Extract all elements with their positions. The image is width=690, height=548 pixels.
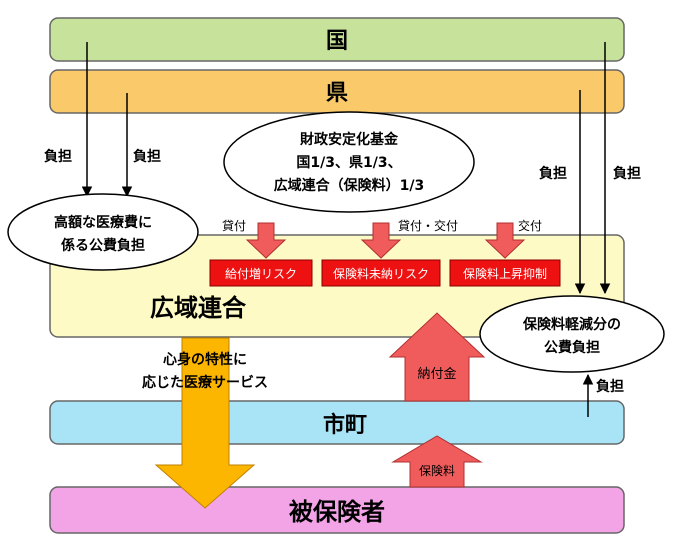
band-hihokensha-label: 被保険者 (289, 498, 385, 526)
band-ken-label: 県 (326, 81, 348, 106)
high-cost-line1: 高額な医療費に (54, 214, 152, 231)
high-cost-ellipse: 高額な医療費に 係る公費負担 (7, 193, 199, 271)
risk-box-minou: 保険料未納リスク (321, 259, 441, 287)
reduction-line2: 公費負担 (544, 339, 600, 356)
fund-arrow-kofu: 交付 (484, 218, 542, 259)
band-kuni: 国 (49, 17, 625, 62)
service-line2: 応じた医療サービス (142, 374, 268, 391)
band-shicho: 市町 (49, 400, 625, 445)
band-kuni-label: 国 (326, 29, 348, 54)
service-arrow: 心身の特性に 応じた医療サービス (142, 337, 268, 509)
fund-line3: 広域連合（保険料）1/3 (274, 177, 425, 194)
nofukin-arrow: 納付金 (388, 312, 486, 402)
futan-label-left1: 負担 (44, 148, 72, 165)
risk-label-3: 保険料上昇抑制 (463, 266, 547, 281)
high-cost-line2: 係る公費負担 (61, 237, 145, 254)
risk-box-kyufu-zo: 給付増リスク (209, 259, 313, 287)
fund-arrow-kashitsuke: 貸付 (222, 218, 287, 259)
fund-ellipse: 財政安定化基金 国1/3、県1/3、 広域連合（保険料）1/3 (223, 111, 475, 213)
fund-flow-kashitsuke-kofu-label: 貸付・交付 (398, 218, 458, 233)
futan-label-lower: 負担 (596, 378, 624, 395)
koiki-rengo-label: 広域連合 (150, 294, 247, 322)
fund-flow-kofu-label: 交付 (518, 218, 542, 233)
fund-arrow-kashitsuke-kofu: 貸付・交付 (360, 218, 458, 259)
fund-line1: 財政安定化基金 (299, 131, 399, 148)
service-line1: 心身の特性に (163, 351, 247, 368)
nofukin-label: 納付金 (417, 366, 456, 382)
fund-line2: 国1/3、県1/3、 (296, 155, 401, 171)
reduction-ellipse: 保険料軽減分の 公費負担 (479, 295, 665, 373)
reduction-line1: 保険料軽減分の (522, 316, 621, 333)
band-ken: 県 (49, 69, 625, 114)
risk-box-jousho-yokusei: 保険料上昇抑制 (449, 259, 561, 287)
hokenryo-arrow: 保険料 (391, 435, 483, 488)
risk-label-2: 保険料未納リスク (333, 267, 429, 281)
band-shicho-label: 市町 (323, 412, 367, 438)
futan-label-left2: 負担 (133, 148, 161, 165)
risk-label-1: 給付増リスク (225, 267, 297, 281)
fund-flow-kashitsuke-label: 貸付 (222, 218, 246, 233)
futan-label-right2: 負担 (613, 165, 641, 182)
futan-label-right1: 負担 (539, 165, 567, 182)
hokenryo-label: 保険料 (419, 464, 455, 478)
band-hihokensha: 被保険者 (49, 486, 625, 534)
